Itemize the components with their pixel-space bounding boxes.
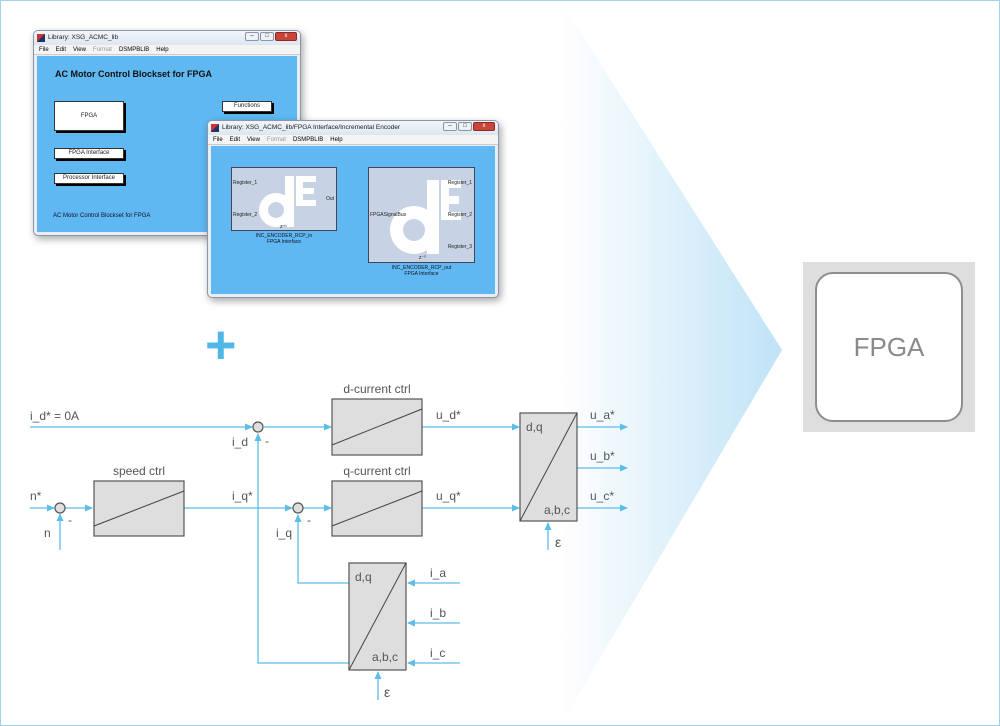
fpga-chip-icon: FPGA [815,272,963,422]
port-register-1: Register_1 [233,180,258,186]
block-name: INC_ENCODER_RCP_out [391,265,452,271]
minus-sign: - [68,513,72,527]
menu-format[interactable]: Format [266,137,286,143]
n-label: n [44,526,51,540]
close-button[interactable]: x [275,32,297,41]
port-register-1: Register_1 [447,180,472,186]
app-icon [37,34,45,42]
ud-label: u_d* [436,408,461,422]
sum-junction-speed [54,502,66,514]
window-title: Library: XSG_ACMC_lib [48,34,119,41]
menu-format[interactable]: Format [92,47,112,53]
block-name: INC_ENCODER_RCP_in [255,233,313,239]
port-out: Out [325,196,334,202]
fpga-block[interactable]: FPGA [54,101,124,131]
menu-dsmpblib[interactable]: DSMPBLIB [118,47,150,53]
dspace-logo [390,180,461,254]
window-title: Library: XSG_ACMC_lib/FPGA Interface/Inc… [222,124,401,131]
library-window-encoder: Library: XSG_ACMC_lib/FPGA Interface/Inc… [207,120,499,298]
menu-edit[interactable]: Edit [55,47,67,53]
delay-label: z⁻¹ [280,224,287,230]
menu-view[interactable]: View [73,47,86,53]
port-register-2: Register_2 [447,212,472,218]
ib-label: i_b [430,606,446,620]
ub-label: u_b* [590,449,615,463]
encoder-out-block[interactable]: FPGASignalBus Register_1 Register_2 Regi… [368,167,475,263]
menu-bar: File Edit View Format DSMPBLIB Help [208,135,498,145]
fpga-label: FPGA [853,331,925,362]
abc-label: a,b,c [372,650,398,664]
d-current-ctrl-label: d-current ctrl [343,382,410,396]
sum-junction-q [292,502,304,514]
menu-help[interactable]: Help [156,47,169,53]
iq-label: i_q [276,526,292,540]
minus-sign: - [265,434,269,448]
library-footer: AC Motor Control Blockset for FPGA [53,213,151,219]
model-canvas: Register_1 Register_2 Out z⁻¹ INC_ENCODE… [211,146,495,294]
minimize-button[interactable]: – [443,122,457,131]
dspace-logo [259,176,316,227]
plus-icon: + [205,315,237,375]
speed-ctrl-label: speed ctrl [113,464,165,478]
ia-label: i_a [430,566,446,580]
processor-interface-block[interactable]: Processor Interface [54,173,124,184]
port-register-3: Register_3 [447,244,472,250]
n-ref-label: n* [30,489,42,503]
dq-label: d,q [355,570,372,584]
iq-ref-label: i_q* [232,489,253,503]
uc-label: u_c* [590,489,614,503]
port-register-2: Register_2 [233,212,258,218]
functions-block[interactable]: Functions [222,101,272,112]
menu-dsmpblib[interactable]: DSMPBLIB [292,137,324,143]
epsilon-label: ε [555,534,561,550]
block-subtitle: FPGA Interface [266,239,302,245]
minus-sign: - [307,513,311,527]
block-subtitle: FPGA Interface [404,271,439,277]
library-heading: AC Motor Control Blockset for FPGA [55,69,212,79]
title-bar: Library: XSG_ACMC_lib/FPGA Interface/Inc… [208,121,498,135]
abc-label: a,b,c [544,503,570,517]
port-fpga-signal-bus: FPGASignalBus [370,212,407,218]
fpga-interface-block[interactable]: FPGA Interface [54,148,124,159]
maximize-button[interactable]: □ [260,32,274,41]
ic-label: i_c [430,646,445,660]
menu-edit[interactable]: Edit [229,137,241,143]
id-ref-label: i_d* = 0A [30,409,79,423]
delay-label: z⁻⁰ [419,255,427,261]
fpga-panel: FPGA [803,262,975,432]
title-bar: Library: XSG_ACMC_lib –□x [34,31,300,45]
maximize-button[interactable]: □ [458,122,472,131]
menu-file[interactable]: File [213,137,223,143]
encoder-in-block[interactable]: Register_1 Register_2 Out z⁻¹ [231,167,337,231]
menu-bar: File Edit View Format DSMPBLIB Help [34,45,300,55]
menu-file[interactable]: File [39,47,49,53]
app-icon [211,124,219,132]
sum-junction-d [252,421,264,433]
q-current-ctrl-label: q-current ctrl [343,464,410,478]
id-label: i_d [232,435,248,449]
minimize-button[interactable]: – [245,32,259,41]
signal-lines [30,423,628,700]
ua-label: u_a* [590,408,615,422]
dq-label: d,q [526,420,543,434]
menu-help[interactable]: Help [330,137,343,143]
epsilon-label: ε [384,684,390,700]
menu-view[interactable]: View [247,137,260,143]
uq-label: u_q* [436,489,461,503]
close-button[interactable]: x [473,122,495,131]
